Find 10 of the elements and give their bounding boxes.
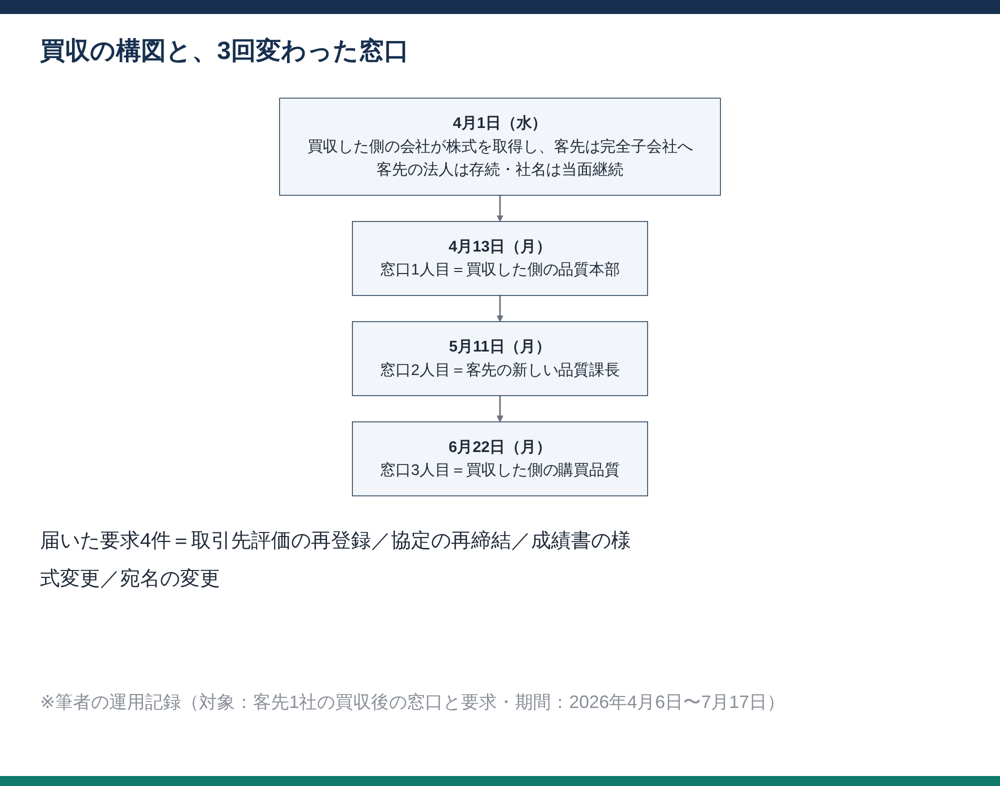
event-box: 6月22日（月） 窓口3人目＝買収した側の購買品質 — [352, 421, 648, 496]
source-note: ※筆者の運用記録（対象：客先1社の買収後の窓口と要求・期間：2026年4月6日〜7月17日） — [40, 691, 786, 714]
arrow — [496, 295, 504, 322]
arrow — [496, 396, 504, 422]
event-box: 5月11日（月） 窓口2人目＝客先の新しい品質課長 — [352, 321, 648, 396]
event-box: 4月13日（月） 窓口1人目＝買収した側の品質本部 — [352, 221, 648, 296]
note-text: 届いた要求4件＝取引先評価の再登録／協定の再締結／成績書の様式変更／宛名の変更 — [40, 529, 632, 592]
title: 買収の構図と、3回変わった窓口 — [40, 36, 409, 67]
arrow — [496, 195, 504, 222]
event-box: 4月1日（水） 買収した側の会社が株式を取得し、客先は完全子会社へ 客先の法人は存続・社名は当面継続 — [279, 98, 721, 196]
